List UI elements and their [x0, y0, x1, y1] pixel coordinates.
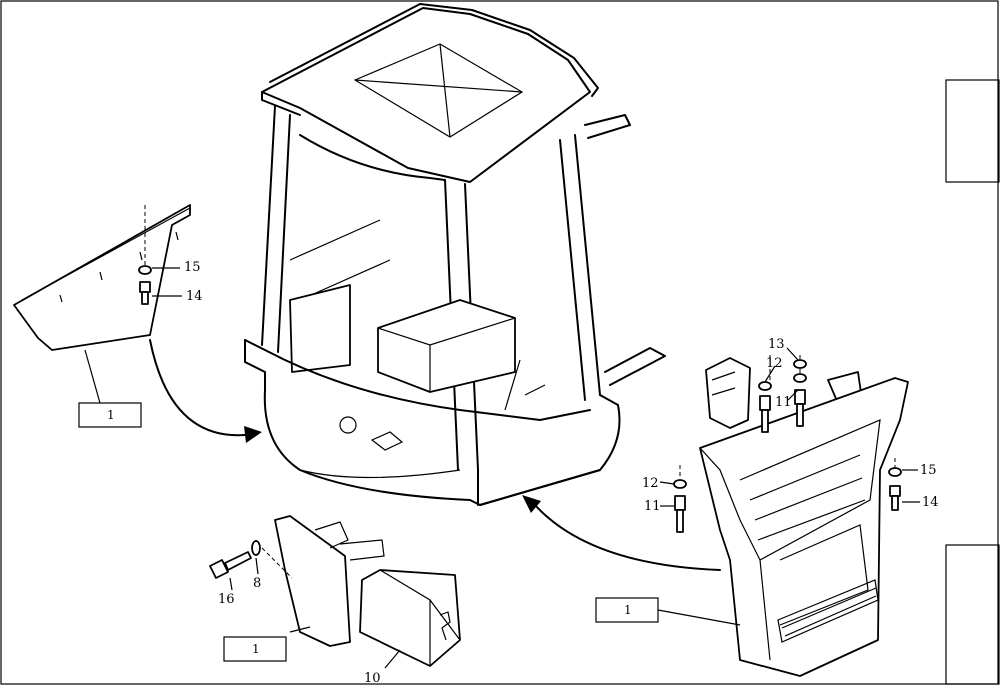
callout-12-left: 12	[642, 476, 659, 491]
ref-box-bracket	[223, 636, 287, 662]
ref-label-right-step: 1	[624, 603, 632, 617]
ref-box-right-step	[595, 597, 659, 623]
callout-15-right: 15	[920, 463, 937, 478]
ref-box-left-step	[78, 402, 142, 428]
callout-11-top: 11	[775, 395, 792, 410]
callout-12-top: 12	[766, 356, 783, 371]
bracket-assembly	[209, 515, 461, 669]
arrow-head-right	[522, 495, 541, 513]
side-tab-bottom	[945, 544, 1000, 685]
callout-8: 8	[253, 576, 261, 591]
arrow-right-step	[534, 504, 721, 571]
callout-15-left: 15	[184, 260, 201, 275]
callout-14-right: 14	[922, 495, 939, 510]
arrow-head-left	[244, 426, 262, 443]
arrow-left-step	[149, 339, 246, 437]
callout-13: 13	[768, 337, 785, 352]
right-step-part	[595, 347, 920, 677]
callout-10: 10	[364, 671, 381, 686]
callout-11-left: 11	[644, 499, 661, 514]
callout-14-left: 14	[186, 289, 203, 304]
callout-16: 16	[218, 592, 235, 607]
side-tab-top	[945, 79, 1000, 183]
left-step-part	[13, 204, 191, 428]
ref-label-left-step: 1	[107, 408, 115, 422]
cab-assembly	[244, 3, 666, 506]
ref-label-bracket: 1	[252, 642, 260, 656]
